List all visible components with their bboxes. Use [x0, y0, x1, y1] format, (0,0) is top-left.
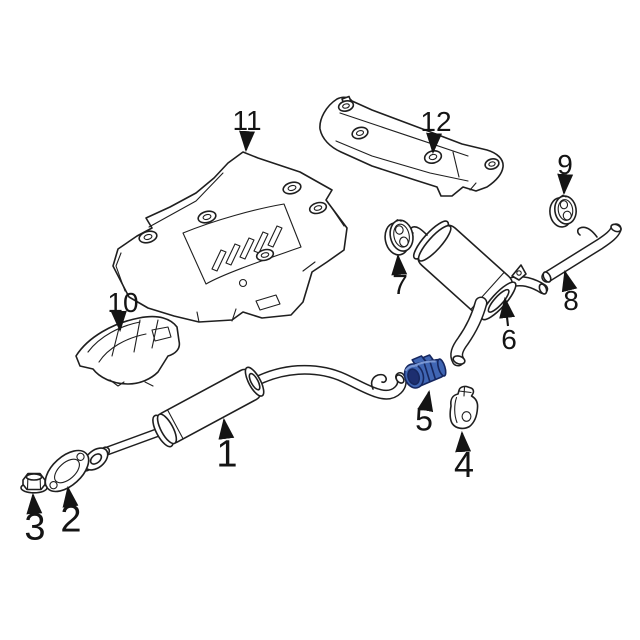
callout-4-label: 4: [454, 444, 474, 485]
callout-4: 4: [454, 430, 474, 485]
callout-8-arrow: [561, 269, 578, 293]
part-drawing-rear-muffler: [409, 220, 549, 367]
part-drawing-center-muffler: [81, 364, 407, 472]
callout-5-arrow: [417, 389, 434, 413]
callout-9: 9: [557, 149, 574, 196]
clamp-highlight: [404, 360, 436, 372]
callout-1: 1: [216, 417, 238, 476]
callout-4-arrow: [455, 430, 472, 453]
callout-8-label: 8: [563, 285, 579, 316]
callout-12-label: 12: [420, 106, 451, 137]
callout-5: 5: [415, 389, 434, 438]
callout-7-arrow: [391, 253, 408, 276]
part-drawing-hanger-insulator-7: [384, 219, 414, 256]
callout-6: 6: [499, 296, 517, 355]
callout-2-arrow: [62, 485, 79, 508]
part-drawing-hanger-insulator-9: [549, 194, 577, 228]
callouts: 1 2 3 4 5 6 7 8: [24, 105, 578, 549]
callout-11-label: 11: [232, 105, 261, 136]
callout-3: 3: [24, 492, 46, 549]
part-drawing-main-heat-shield: [112, 151, 348, 323]
part-drawing-hanger-insulator-4: [449, 385, 479, 430]
part-drawing-tailpipe: [541, 223, 622, 283]
callout-2-label: 2: [60, 499, 81, 541]
callout-9-arrow: [557, 173, 574, 196]
callout-8: 8: [561, 269, 579, 316]
callout-10-arrow: [110, 310, 127, 333]
callout-10-label: 10: [107, 287, 138, 318]
callout-1-label: 1: [216, 434, 237, 476]
callout-11-arrow: [239, 130, 256, 153]
callout-3-label: 3: [24, 507, 45, 549]
callout-11: 11: [232, 105, 262, 153]
callout-6-label: 6: [501, 324, 517, 355]
callout-6-arrow: [499, 296, 516, 327]
callout-10: 10: [107, 287, 139, 333]
part-drawing-front-heat-shield: [75, 315, 181, 387]
callout-12-arrow: [426, 132, 443, 155]
callout-5-label: 5: [415, 402, 433, 438]
callout-3-arrow: [26, 492, 43, 515]
callout-1-arrow: [218, 417, 235, 440]
callout-2: 2: [60, 485, 82, 541]
part-drawing-flange-nut: [20, 472, 48, 494]
callout-9-label: 9: [557, 149, 573, 180]
clamp-bore: [407, 368, 421, 386]
callout-12: 12: [420, 106, 452, 155]
part-drawing-upper-heat-shield: [319, 95, 504, 197]
clamp-end: [436, 358, 447, 377]
callout-7: 7: [391, 253, 408, 300]
part-drawing-exhaust-clamp-highlighted: [403, 354, 447, 389]
callout-7-label: 7: [392, 269, 408, 300]
